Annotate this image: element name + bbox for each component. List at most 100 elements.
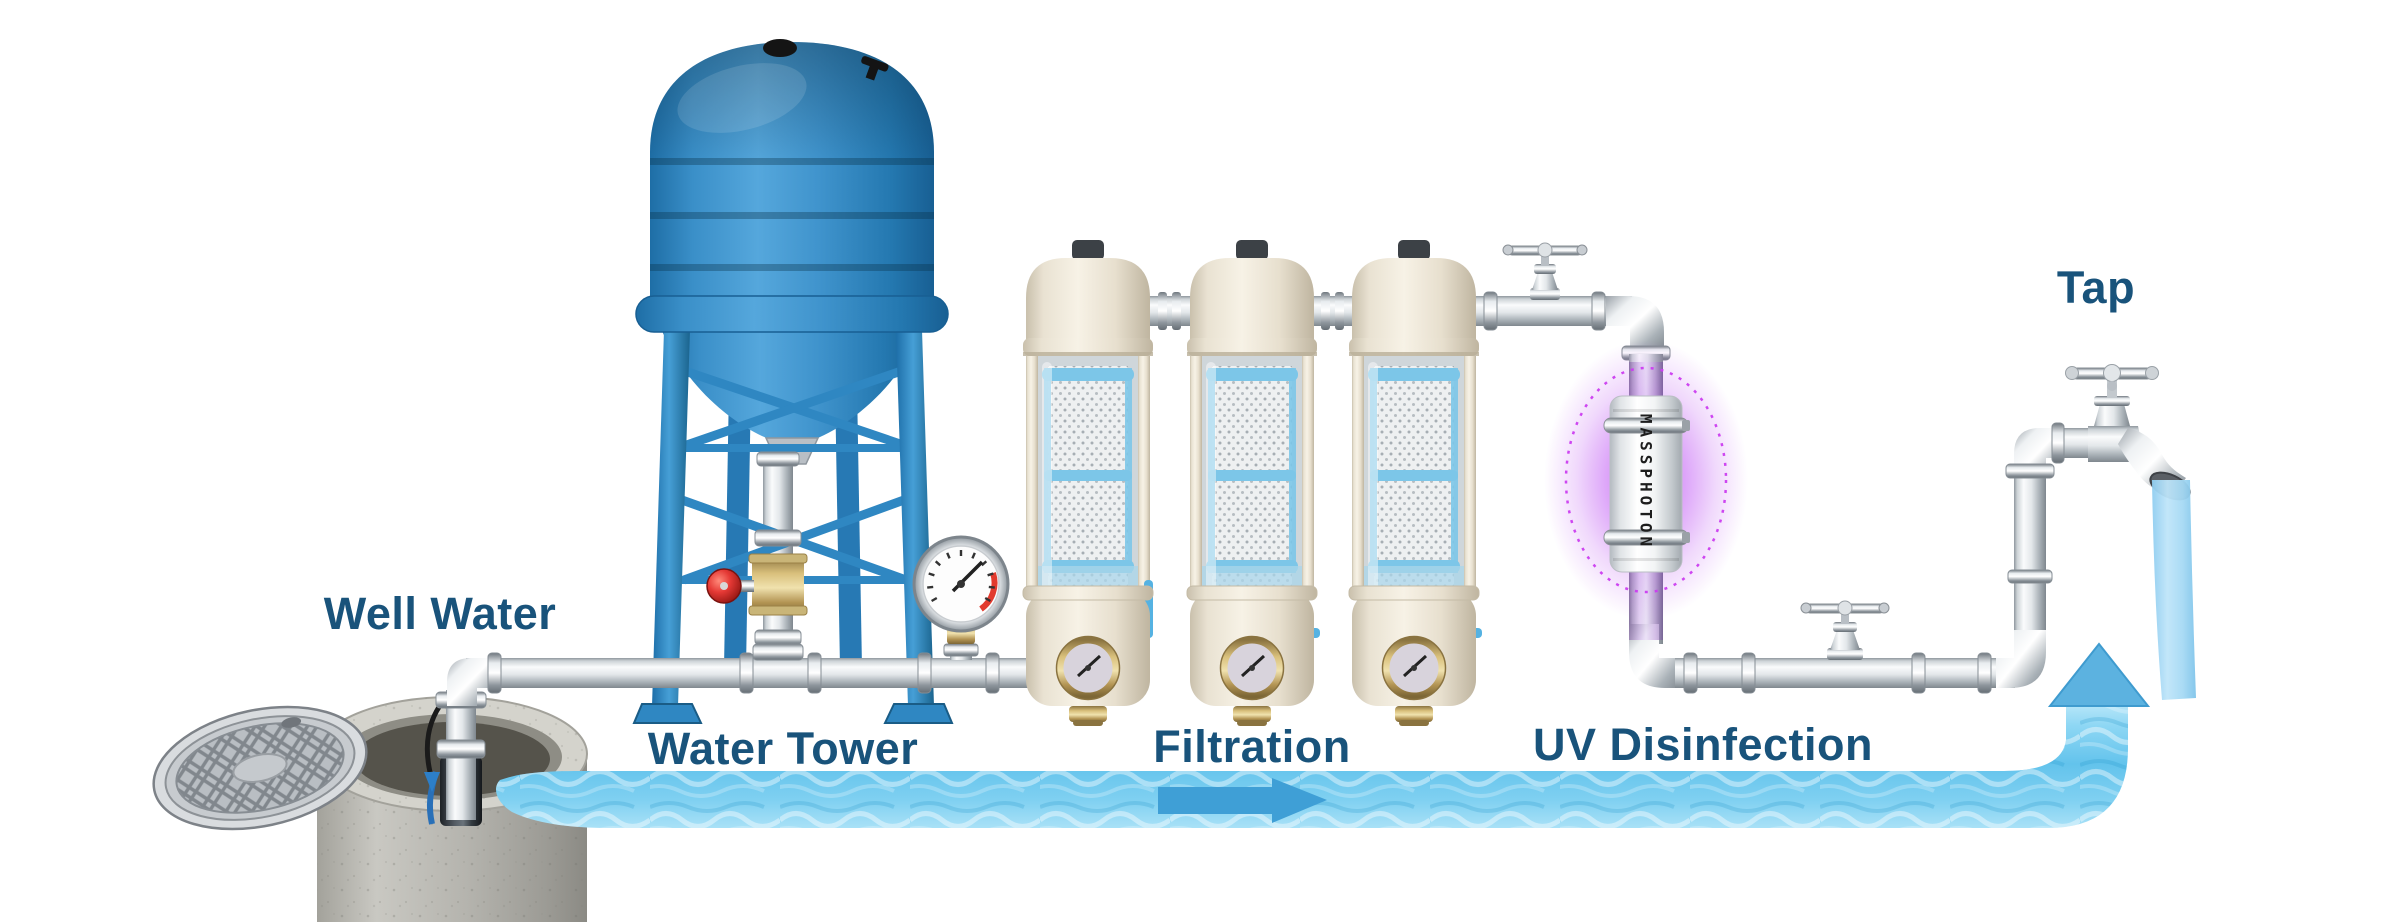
- filter-canister-1: [1022, 240, 1154, 726]
- cage-band: [1370, 470, 1458, 481]
- label-well-water: Well Water: [323, 588, 557, 639]
- bonnet-collar: [2094, 396, 2130, 406]
- tank-highlight: [677, 63, 807, 133]
- uv-cap-seam-top: [1613, 409, 1679, 412]
- sample-valve: [1502, 242, 1588, 300]
- glass-highlight: [1368, 362, 1378, 590]
- tank-cone: [660, 326, 924, 441]
- glass-highlight: [1206, 362, 1216, 590]
- pipe-flange: [917, 652, 932, 694]
- filter-top-knob: [1072, 240, 1104, 260]
- tee-collar-tower: [752, 643, 804, 661]
- tower-leg-front-left: [652, 330, 690, 706]
- tower-brace-bar: [672, 444, 918, 452]
- uv-dotted-outline: [1564, 366, 1728, 594]
- filter-outlet-pipe: [1474, 296, 1632, 326]
- tap-water-stream: [2152, 480, 2196, 700]
- tower-brace: [676, 363, 912, 453]
- valve-collar: [1827, 648, 1863, 660]
- water-tower: [632, 39, 954, 724]
- well-pump-assembly: [424, 690, 487, 826]
- filter-cap-lip-shadow: [1023, 352, 1153, 356]
- clamp-bolt: [1682, 420, 1690, 431]
- cage-band: [1206, 368, 1298, 381]
- drop-pipe-coupling: [754, 629, 802, 646]
- filter-canister-2: [1186, 240, 1320, 726]
- valve-stem: [1541, 252, 1549, 266]
- label-filtration: Filtration: [1153, 721, 1351, 772]
- handle-knob: [1878, 602, 1890, 614]
- housing-lip: [1348, 585, 1480, 601]
- drain-plug-tip: [1237, 720, 1267, 726]
- gauge-tee-collar: [943, 643, 979, 657]
- filter-cap-lip: [1349, 338, 1479, 356]
- pipe-flange: [1683, 652, 1698, 694]
- tap-riser-pipe: [2014, 470, 2046, 630]
- pipe-flange: [2051, 422, 2065, 464]
- window-pillar: [1138, 356, 1150, 596]
- tank-fitting: [861, 56, 889, 81]
- filter-canister-3: [1348, 240, 1482, 726]
- cage-band: [1368, 368, 1460, 381]
- gauge-needle-hub: [957, 580, 965, 588]
- drain-plug: [1233, 706, 1271, 722]
- pipe-flange: [1977, 652, 1992, 694]
- housing-lip: [1022, 585, 1154, 601]
- tank-dome-shade: [650, 42, 934, 165]
- valve-neck: [1532, 272, 1558, 290]
- filter-cap-lip-shadow: [1187, 352, 1317, 356]
- tower-foot-front-right: [883, 703, 954, 724]
- handle-knob: [1576, 244, 1588, 256]
- pipe-flange: [985, 652, 1000, 694]
- valve-collar: [1530, 288, 1560, 300]
- tank-rib: [650, 158, 934, 165]
- filter-top-knob: [1398, 240, 1430, 260]
- pipe-flange: [1741, 652, 1756, 694]
- cage-band: [1042, 368, 1134, 381]
- pipe-flange: [1172, 292, 1181, 330]
- flow-arrow-mid: [1158, 778, 1327, 823]
- tower-foot-front-left: [632, 703, 703, 724]
- cage-band: [1044, 470, 1132, 481]
- clamp-bolt: [1682, 532, 1690, 543]
- tank-rib: [650, 264, 934, 271]
- filtration-bank: [1148, 242, 1671, 361]
- handle-knob: [1502, 244, 1514, 256]
- cover-center-boss: [232, 753, 288, 783]
- filter-top-cap: [1352, 258, 1476, 352]
- drain-plug-tip: [1073, 720, 1103, 726]
- pipe-flange: [739, 652, 754, 694]
- filter-gauge-hub: [1249, 665, 1255, 671]
- tank-vent-knob: [763, 39, 797, 57]
- handle-front-knob: [2107, 381, 2117, 391]
- filter-gauge-hub: [1411, 665, 1417, 671]
- filter-link-pipe: [1148, 296, 1194, 326]
- flow-arrowhead-up: [2047, 642, 2151, 707]
- gauge-red-arc: [979, 572, 998, 612]
- drop-pipe-coupling: [754, 529, 802, 547]
- pipe-flange: [1158, 292, 1167, 330]
- filter-gauge-hub: [1085, 665, 1091, 671]
- window-pillar: [1190, 356, 1202, 596]
- filter-gauge-rim: [1219, 635, 1285, 701]
- filter-top-cap: [1026, 258, 1150, 352]
- drain-plug: [1069, 706, 1107, 722]
- handle-knob: [1800, 602, 1812, 614]
- label-tap: Tap: [2056, 262, 2136, 313]
- valve-ridge-bottom: [748, 605, 808, 616]
- filter-link-pipe: [1312, 296, 1356, 326]
- pipe-flange: [1483, 291, 1498, 331]
- cover-handle-slot: [281, 717, 302, 728]
- uv-disinfection-unit: [1544, 340, 1748, 640]
- valve-bonnet: [1534, 264, 1556, 274]
- drop-pipe-flange: [756, 451, 800, 467]
- uv-and-tap-piping: [1629, 354, 2062, 694]
- water-flow: [496, 642, 2151, 828]
- gauge-ticks: [927, 550, 995, 603]
- riser-flange-lower: [436, 739, 486, 759]
- outlet-elbow: [1606, 296, 1664, 350]
- tank-fitting-bar: [861, 56, 889, 72]
- filter-cap-lip: [1023, 338, 1153, 356]
- pressure-gauge-main: [912, 535, 1010, 644]
